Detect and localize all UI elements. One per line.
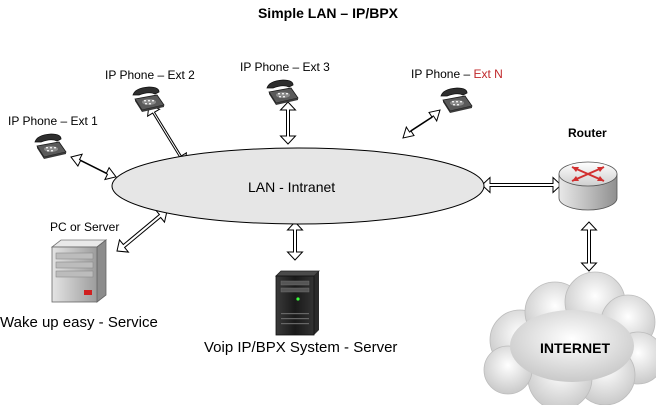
phone-ext3-icon — [266, 79, 299, 105]
phone-ext1-label: IP Phone – Ext 1 — [8, 114, 98, 128]
link-extn-arrow — [402, 109, 441, 139]
pc-server-caption: Wake up easy - Service — [0, 314, 158, 331]
link-internet-arrow — [580, 221, 598, 272]
phone-extn-icon — [440, 87, 473, 113]
link-pc-arrow — [116, 209, 168, 253]
phone-ext3-label: IP Phone – Ext 3 — [240, 60, 330, 74]
phone-ext1-icon — [34, 133, 67, 159]
link-router-arrow — [481, 176, 562, 194]
pc-server-label: PC or Server — [50, 220, 120, 234]
voip-server-caption: Voip IP/BPX System - Server — [204, 339, 398, 356]
lan-hub-label: LAN - Intranet — [248, 179, 336, 195]
phone-ext2-icon — [132, 86, 165, 112]
internet-label: INTERNET — [540, 340, 610, 356]
phone-extn-label-suffix: Ext N — [473, 67, 503, 81]
lan-hub-ellipse — [111, 147, 485, 225]
diagram-title: Simple LAN – IP/BPX — [257, 5, 399, 21]
link-server-arrow — [286, 221, 304, 261]
internet-cloud-icon — [483, 271, 656, 405]
link-ext3-arrow — [279, 101, 297, 145]
router-label: Router — [568, 126, 607, 140]
phone-extn-label: IP Phone – Ext N — [411, 67, 503, 81]
phone-ext2-label: IP Phone – Ext 2 — [105, 68, 195, 82]
link-ext2-arrow — [146, 104, 188, 165]
voip-server-icon — [275, 270, 320, 336]
router-icon — [558, 161, 618, 211]
phone-extn-label-prefix: IP Phone – — [411, 67, 474, 81]
link-ext1-arrow — [70, 153, 117, 181]
pc-server-icon — [50, 239, 108, 303]
